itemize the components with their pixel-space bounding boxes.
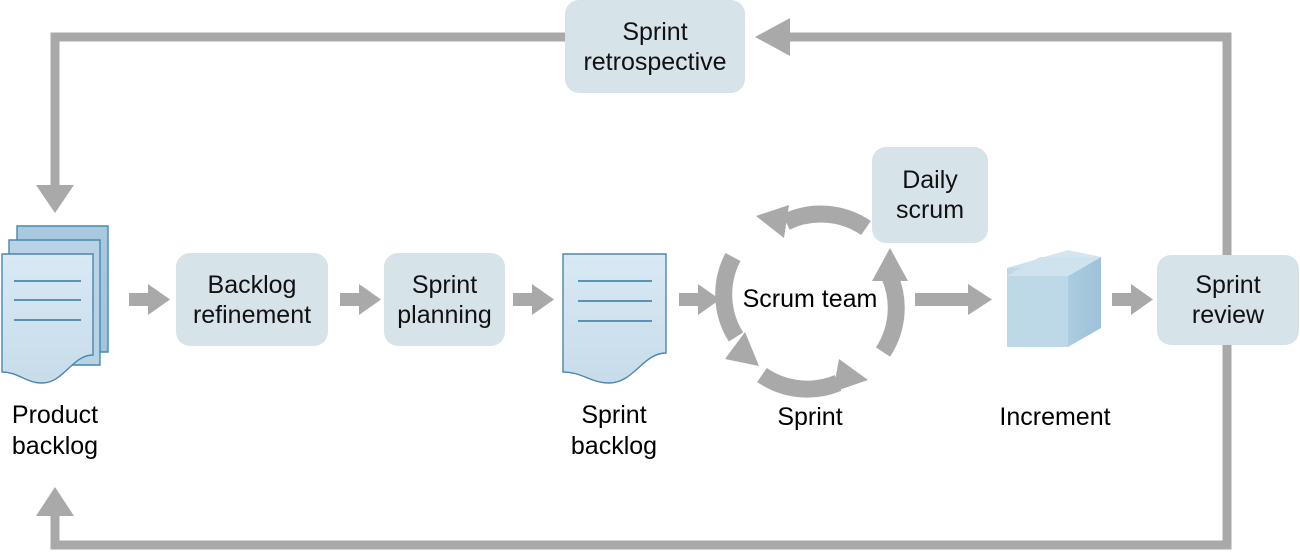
sprint-cycle-arcs (715, 205, 908, 398)
node-sprint-planning[interactable]: Sprint planning (384, 253, 505, 346)
caption-sprint: Sprint (777, 403, 843, 431)
connector-sprint-review-to-product-backlog-bottom (36, 340, 1232, 550)
connector-sprint-review-to-retrospective (755, 18, 1232, 263)
label-scrum-team: Scrum team (742, 285, 878, 313)
sprint-backlog-icon (562, 253, 667, 384)
connector-sprint-backlog-to-scrum-team (679, 284, 720, 315)
connector-increment-to-sprint-review (1112, 284, 1153, 315)
connector-retrospective-to-product-backlog (36, 32, 565, 213)
node-daily-scrum[interactable]: Daily scrum (872, 147, 988, 243)
caption-product-backlog: Product backlog (11, 401, 99, 460)
node-sprint-retrospective[interactable]: Sprint retrospective (565, 0, 745, 93)
connector-sprint-planning-to-sprint-backlog (513, 284, 554, 315)
connector-product-backlog-to-backlog-refinement (129, 284, 170, 315)
node-backlog-refinement[interactable]: Backlog refinement (176, 253, 328, 346)
connector-backlog-refinement-to-sprint-planning (340, 284, 381, 315)
caption-increment: Increment (999, 403, 1111, 431)
node-sprint-review[interactable]: Sprint review (1157, 255, 1299, 345)
caption-sprint-backlog: Sprint backlog (570, 401, 658, 460)
product-backlog-icon (1, 225, 109, 384)
increment-cube-icon (1007, 250, 1101, 347)
connector-scrum-team-to-increment (915, 284, 992, 315)
